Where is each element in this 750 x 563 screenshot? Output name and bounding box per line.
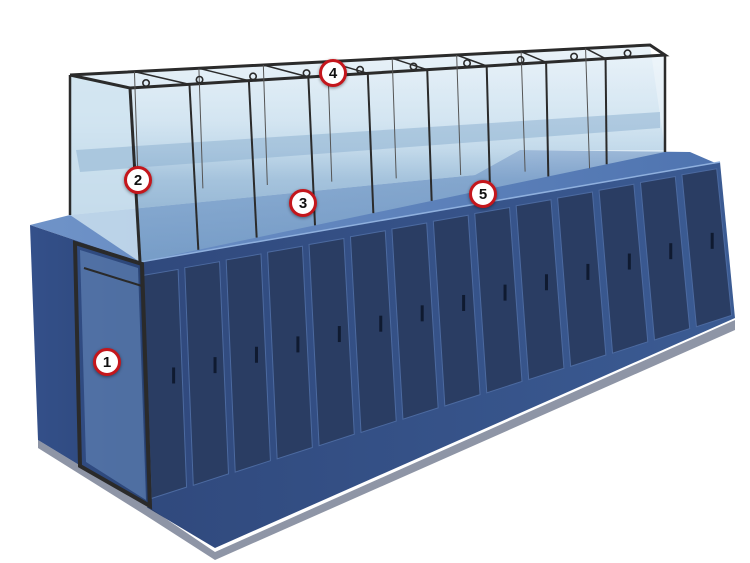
frame-hanger bbox=[516, 55, 525, 64]
rack-door bbox=[515, 199, 565, 381]
rack-door-handle bbox=[213, 357, 217, 374]
frame-hanger bbox=[623, 49, 632, 58]
front-glass-wall bbox=[130, 55, 665, 262]
rack-door-handle bbox=[710, 232, 714, 249]
glass-containment bbox=[68, 43, 670, 263]
rack-door-handle bbox=[627, 253, 631, 270]
glass-post bbox=[545, 62, 550, 177]
rack-door-handle bbox=[503, 284, 507, 301]
roof-crossbar bbox=[585, 47, 606, 60]
back-glass-post bbox=[391, 58, 397, 179]
glass-post bbox=[426, 69, 433, 201]
frame-hanger bbox=[142, 79, 151, 88]
roof-crossbar bbox=[263, 64, 309, 78]
frame-hanger bbox=[195, 75, 204, 84]
rack-door bbox=[474, 206, 523, 394]
end-door-glass bbox=[80, 250, 146, 500]
glass-post bbox=[485, 65, 491, 189]
rack-door bbox=[267, 245, 313, 460]
back-glass-post bbox=[198, 68, 204, 189]
callout-1-number: 1 bbox=[102, 353, 112, 371]
callout-4-top-frame: 4 bbox=[319, 59, 347, 87]
rack-door bbox=[557, 191, 607, 368]
frame-hanger bbox=[249, 72, 258, 81]
frame-hanger bbox=[463, 59, 472, 68]
callout-1-door: 1 bbox=[93, 348, 121, 376]
rack-doors bbox=[142, 168, 733, 500]
callout-3-number: 3 bbox=[298, 194, 308, 212]
rack-door-handle bbox=[544, 274, 548, 291]
glass-post bbox=[366, 73, 375, 214]
rack-door bbox=[681, 168, 733, 328]
rack-door-handle bbox=[420, 305, 424, 322]
glass-post bbox=[247, 80, 258, 238]
frame-hanger bbox=[356, 65, 365, 74]
rack-door-handle bbox=[586, 263, 590, 280]
frame-hangers bbox=[142, 49, 632, 88]
frame-hanger bbox=[302, 69, 311, 78]
rack-door-handle bbox=[337, 326, 341, 343]
rack-door bbox=[391, 222, 439, 420]
roof-crossbar bbox=[456, 54, 487, 67]
callout-5-number: 5 bbox=[478, 185, 488, 203]
rack-door bbox=[225, 253, 271, 473]
rack-door-handle bbox=[669, 243, 673, 260]
roof-crossbar bbox=[134, 70, 190, 86]
frame-hanger bbox=[409, 62, 418, 71]
rack-door-handle bbox=[296, 336, 300, 353]
callout-4-number: 4 bbox=[328, 64, 338, 82]
rack-door bbox=[308, 237, 355, 447]
roof-crossbar bbox=[520, 50, 547, 64]
rack-door bbox=[349, 230, 397, 434]
back-glass-post bbox=[520, 51, 526, 172]
callout-2-side-glass: 2 bbox=[124, 166, 152, 194]
rack-door bbox=[184, 261, 230, 486]
ceiling-band bbox=[76, 112, 660, 172]
rack-door-handle bbox=[254, 346, 258, 363]
roof-crossbar bbox=[391, 57, 428, 71]
rack-door bbox=[432, 214, 481, 407]
back-glass-post bbox=[456, 54, 462, 176]
back-glass-post bbox=[262, 64, 268, 186]
rack-door-handle bbox=[462, 294, 466, 311]
back-glass-post bbox=[585, 48, 591, 169]
end-door-frame bbox=[72, 240, 153, 510]
roof-crossbar bbox=[198, 67, 250, 82]
rack-door-handle bbox=[172, 367, 176, 384]
callout-5-roof-gap: 5 bbox=[469, 180, 497, 208]
callout-2-number: 2 bbox=[133, 171, 143, 189]
frame-hanger bbox=[570, 52, 579, 61]
rack-door bbox=[639, 175, 691, 341]
rack-door-handle bbox=[379, 315, 383, 332]
containment-end-door bbox=[72, 240, 153, 510]
callout-3-ceiling-panel: 3 bbox=[289, 189, 317, 217]
glass-post bbox=[188, 84, 200, 250]
rack-door bbox=[598, 183, 649, 354]
glass-post bbox=[604, 58, 608, 165]
